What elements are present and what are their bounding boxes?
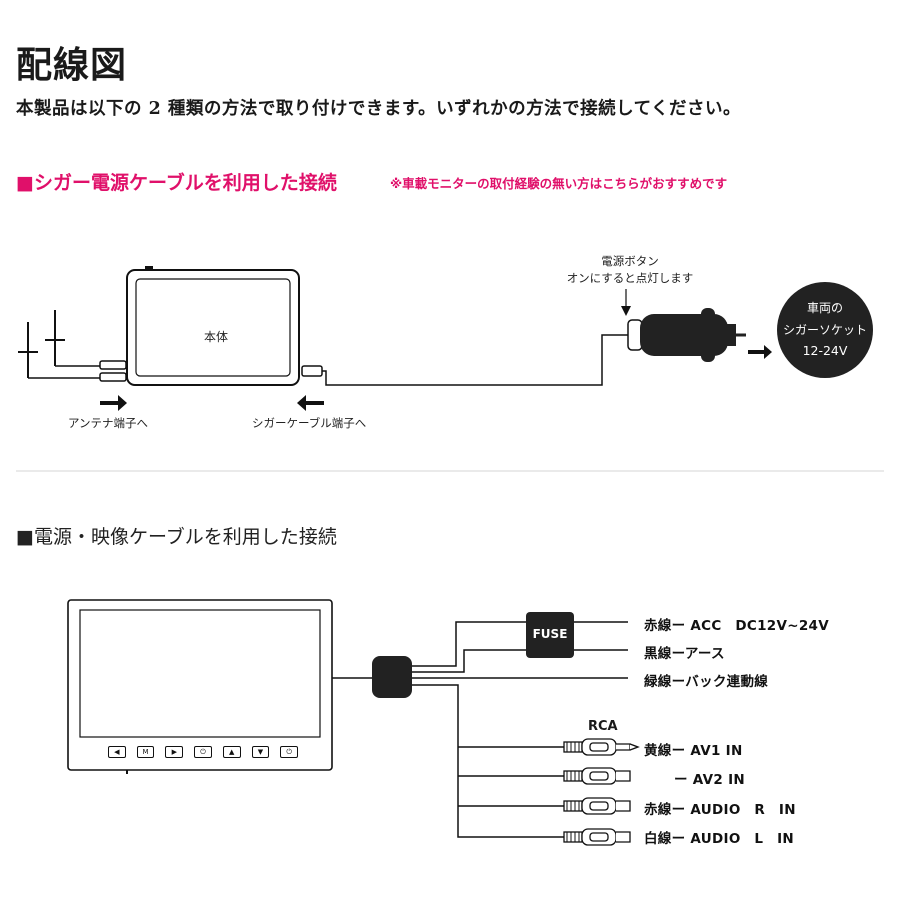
section1-heading: ■シガー電源ケーブルを利用した接続 xyxy=(16,172,337,194)
socket-label-line1: 車両の xyxy=(806,301,843,315)
wire-white-audio-l: 白線ー AUDIO L IN xyxy=(644,831,795,847)
antenna-icon xyxy=(18,310,65,378)
harness-connector-icon xyxy=(372,656,412,698)
monitor-button-row: ◀ M ▶ ⏻ ▲ ▼ ⏻ xyxy=(108,746,299,758)
cigar-port-label: シガーケーブル端子へ xyxy=(252,416,367,430)
wire-av2: ー AV2 IN xyxy=(674,772,745,788)
fuse-label: FUSE xyxy=(532,627,568,641)
wire-red-audio-r: 赤線ー AUDIO R IN xyxy=(644,802,796,818)
monitor-button-up[interactable]: ▲ xyxy=(222,746,241,758)
monitor-button-power[interactable]: ⏻ xyxy=(194,746,212,758)
wire-black-ground: 黒線ーアース xyxy=(644,646,725,662)
rca-plug-icon xyxy=(563,797,631,815)
page-title: 配線図 xyxy=(16,44,128,86)
section-divider xyxy=(16,470,884,472)
monitor-button-left[interactable]: ◀ xyxy=(108,746,126,758)
cigar-wiring-diagram xyxy=(18,266,873,411)
intro-text: 本製品は以下の 2 種類の方法で取り付けできます。いずれかの方法で接続してくださ… xyxy=(16,99,742,119)
arrow-right-icon xyxy=(100,395,127,411)
antenna-port-label: アンテナ端子へ xyxy=(68,416,149,430)
monitor-screen xyxy=(79,609,321,738)
rca-plug-icon xyxy=(563,738,640,756)
main-unit-screen xyxy=(135,278,291,377)
cigar-port-plug xyxy=(301,365,323,377)
power-button-label: 電源ボタン xyxy=(601,254,659,268)
wire-red-acc: 赤線ー ACC DC12V~24V xyxy=(644,618,829,634)
rca-plug-icon xyxy=(563,828,631,846)
cigar-plug-icon xyxy=(627,308,746,362)
monitor-button-standby[interactable]: ⏻ xyxy=(280,746,299,758)
main-unit-button xyxy=(145,266,153,270)
arrow-left-icon xyxy=(297,395,324,411)
monitor-outline xyxy=(67,599,333,771)
section1-note: ※車載モニターの取付経験の無い方はこちらがおすすめです xyxy=(390,176,728,191)
monitor-button-down[interactable]: ▼ xyxy=(251,746,270,758)
monitor-button-right[interactable]: ▶ xyxy=(165,746,184,758)
cigar-socket-icon xyxy=(777,282,873,378)
monitor-button-menu[interactable]: M xyxy=(136,746,155,758)
section2-heading: ■電源・映像ケーブルを利用した接続 xyxy=(16,526,337,548)
antenna-plug-1 xyxy=(99,360,127,370)
rca-plug-icon xyxy=(563,767,631,785)
socket-label-line2: シガーソケット xyxy=(782,323,867,337)
socket-label-line3: 12-24V xyxy=(802,343,848,358)
wire-green-back: 緑線ーバック連動線 xyxy=(644,674,769,690)
main-unit-label: 本体 xyxy=(203,330,228,344)
arrow-right-icon xyxy=(748,345,772,359)
rca-label: RCA xyxy=(588,719,618,734)
wire-yellow-av1: 黄線ー AV1 IN xyxy=(644,743,743,759)
cigar-cable xyxy=(322,334,628,386)
power-button-note: オンにすると点灯します xyxy=(566,271,694,285)
antenna-plug-2 xyxy=(99,372,127,382)
